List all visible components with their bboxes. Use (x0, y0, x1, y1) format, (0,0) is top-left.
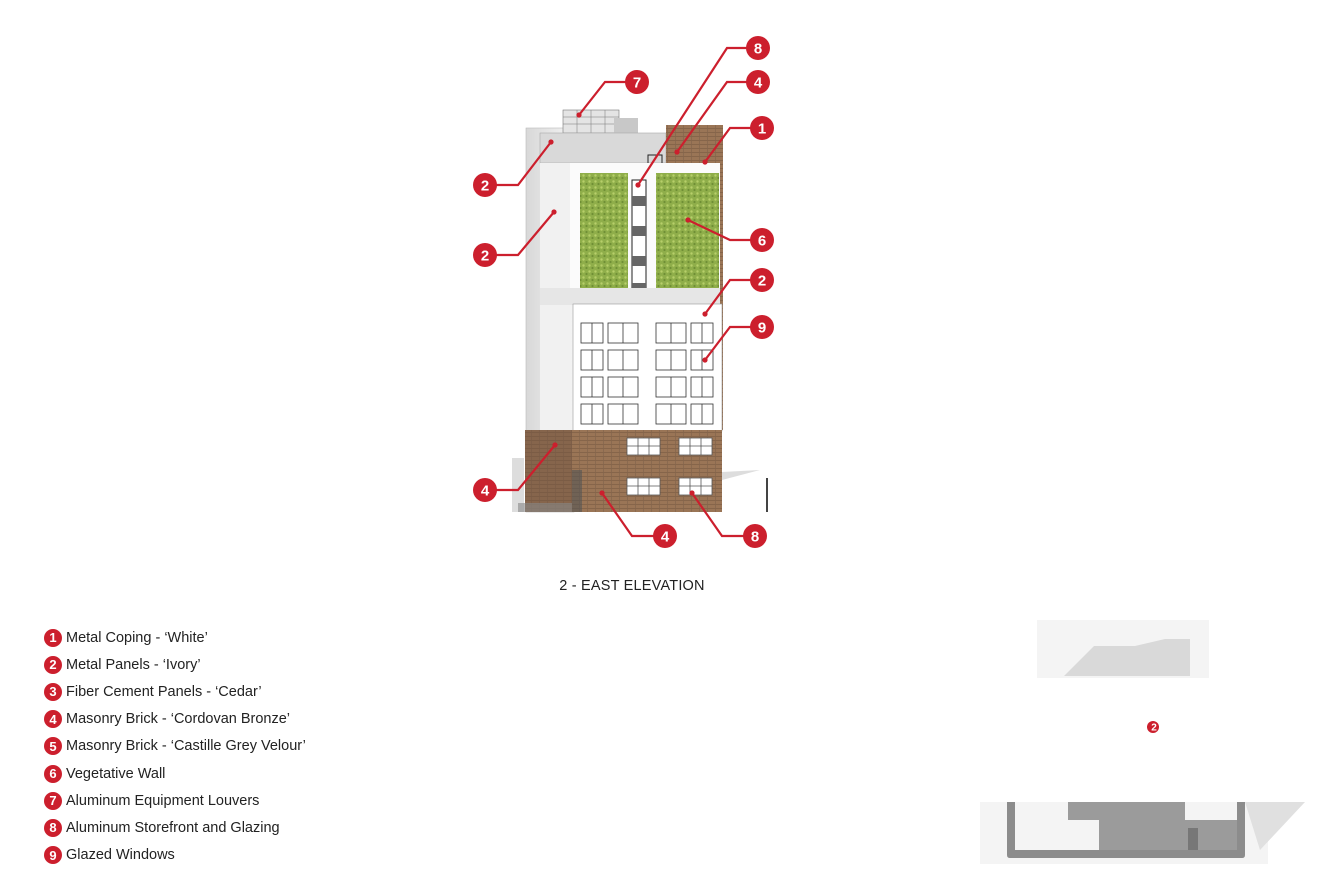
callout-number: 8 (754, 41, 762, 58)
legend-label: Fiber Cement Panels - ‘Cedar’ (66, 683, 262, 700)
building-elevation (512, 109, 768, 513)
callout-6: 6 (685, 217, 774, 252)
callout-9: 9 (702, 315, 774, 363)
legend-number-badge: 5 (44, 737, 62, 756)
legend-label: Aluminum Equipment Louvers (66, 792, 260, 809)
callout-number: 4 (661, 529, 670, 546)
drawing-caption: 2 - EAST ELEVATION (559, 578, 705, 594)
callout-number: 9 (758, 320, 766, 337)
callout-circle (746, 36, 770, 60)
callout-number: 2 (481, 178, 489, 195)
callout-4: 4 (674, 70, 770, 155)
callout-number: 1 (758, 121, 766, 138)
legend-number-badge: 6 (44, 764, 62, 783)
callout-number: 2 (758, 273, 766, 290)
storefront-windows (626, 437, 713, 496)
legend-label: Masonry Brick - ‘Cordovan Bronze’ (66, 711, 291, 728)
callout-number: 7 (633, 75, 641, 92)
callout-circle (473, 478, 497, 502)
leader-dot (599, 490, 605, 496)
legend-number-badge: 2 (44, 655, 62, 674)
callout-circle (750, 315, 774, 339)
vegetative-wall-right (656, 173, 719, 289)
callout-2: 2 (473, 139, 554, 197)
legend-label: Glazed Windows (66, 847, 175, 864)
leader-dot (551, 209, 557, 215)
leader-dot (674, 149, 680, 155)
leader-dot (635, 182, 641, 188)
glazed-windows (580, 322, 714, 425)
leader-dot (702, 311, 708, 317)
storefront-window (678, 477, 713, 496)
legend-label: Vegetative Wall (66, 765, 166, 782)
leader-dot (689, 490, 695, 496)
legend-label: Masonry Brick - ‘Castille Grey Velour’ (66, 738, 306, 755)
legend-number-badge: 3 (44, 682, 62, 701)
callout-7: 7 (576, 70, 649, 118)
storefront-window (678, 437, 713, 456)
legend-label: Metal Panels - ‘Ivory’ (66, 656, 201, 673)
callouts: 7 8 4 1 2 2 6 2 9 4 4 8 (473, 36, 774, 548)
leader-dot (552, 442, 558, 448)
callout-number: 4 (481, 483, 490, 500)
legend-label: Aluminum Storefront and Glazing (66, 819, 280, 836)
callout-2: 2 (473, 209, 557, 267)
leader-dot (548, 139, 554, 145)
leader-dot (685, 217, 691, 223)
legend-number-badge: 8 (44, 818, 62, 837)
callout-8: 8 (635, 36, 770, 188)
callout-circle (473, 173, 497, 197)
callout-circle (625, 70, 649, 94)
legend-number-badge: 1 (44, 628, 62, 647)
site-plan-thumbnail: 2 (980, 620, 1305, 864)
callout-8: 8 (689, 490, 767, 548)
storefront-window (626, 477, 661, 496)
callout-4: 4 (473, 442, 558, 502)
callout-4: 4 (599, 490, 677, 548)
callout-circle (743, 524, 767, 548)
callout-2: 2 (702, 268, 774, 317)
callout-circle (473, 243, 497, 267)
callout-number: 6 (758, 233, 766, 250)
storefront-window (626, 437, 661, 456)
callout-number: 2 (481, 248, 489, 265)
vegetative-wall-left (580, 173, 628, 289)
leader-dot (702, 357, 708, 363)
plan-callout: 2 (1151, 723, 1157, 734)
callout-circle (750, 116, 774, 140)
legend-number-badge: 7 (44, 791, 62, 810)
callout-circle (653, 524, 677, 548)
callout-number: 4 (754, 75, 763, 92)
callout-circle (750, 268, 774, 292)
callout-circle (750, 228, 774, 252)
leader-dot (576, 112, 582, 118)
legend-number-badge: 9 (44, 846, 62, 865)
callout-number: 8 (751, 529, 759, 546)
legend-label: Metal Coping - ‘White’ (66, 629, 208, 646)
legend-number-badge: 4 (44, 710, 62, 729)
callout-circle (746, 70, 770, 94)
callout-1: 1 (702, 116, 774, 165)
leader-dot (702, 159, 708, 165)
